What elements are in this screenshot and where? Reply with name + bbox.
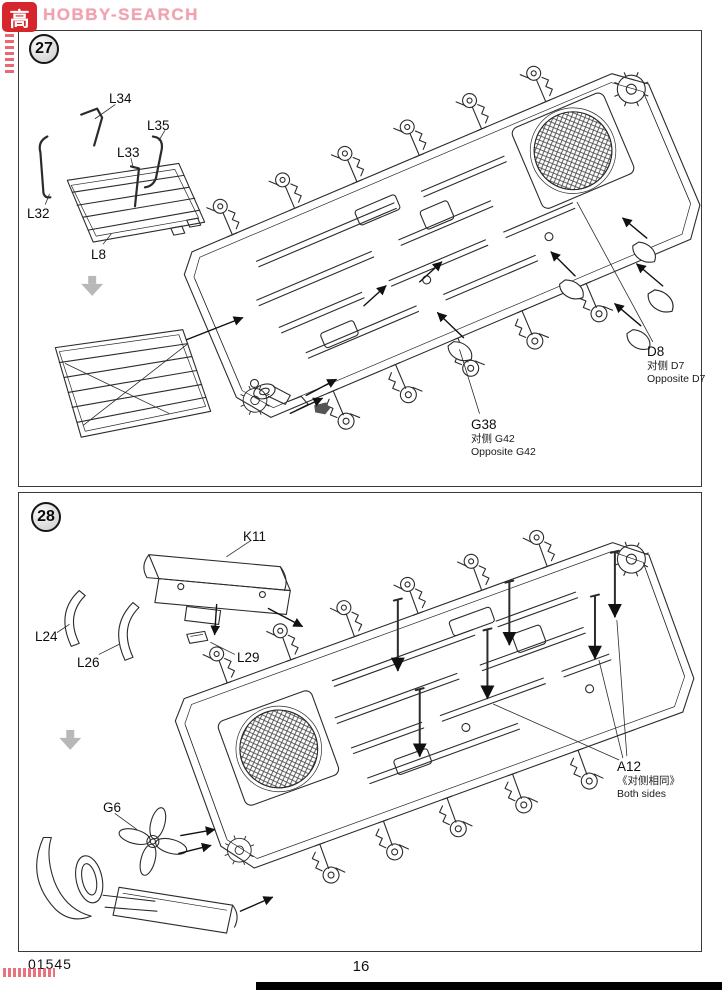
hull-drawing-28 xyxy=(174,526,695,888)
step-28-diagram xyxy=(36,526,695,934)
label-L8: L8 xyxy=(91,247,107,262)
label-L29: L29 xyxy=(237,650,260,665)
flip-indicator-icon xyxy=(59,729,82,750)
label-A12-block: A12 《对侧相同》 Both sides xyxy=(617,759,680,800)
part-L32 xyxy=(38,135,52,199)
part-L29-clip xyxy=(186,630,209,644)
part-blades xyxy=(445,237,678,368)
watermark-logo: 高 xyxy=(2,2,37,32)
step-27-badge: 27 xyxy=(29,34,59,64)
assembly-arrows-27 xyxy=(186,217,664,415)
watermark-brand-text: HOBBY-SEARCH xyxy=(43,5,199,24)
label-L24: L24 xyxy=(35,629,58,644)
part-L33 xyxy=(129,165,141,208)
watermark: 高 HOBBY-SEARCH xyxy=(2,2,199,32)
label-L26: L26 xyxy=(77,655,100,670)
part-K11-bracket xyxy=(143,554,291,625)
part-A12-pins xyxy=(390,549,622,758)
label-G38-block: G38 对侧 G42 Opposite G42 xyxy=(471,417,536,458)
label-G38: G38 xyxy=(471,417,497,432)
label-L33: L33 xyxy=(117,145,140,160)
label-L32: L32 xyxy=(27,206,50,221)
label-A12-both-sides-cn: 《对侧相同》 xyxy=(617,775,680,788)
flip-indicator-icon xyxy=(81,275,104,296)
leader-lines-27 xyxy=(44,104,654,414)
label-D8: D8 xyxy=(647,344,665,359)
label-L35: L35 xyxy=(147,118,170,133)
step-27-panel: 27 xyxy=(18,30,705,487)
label-K11: K11 xyxy=(243,529,267,544)
page-number: 16 xyxy=(352,958,370,975)
part-front-bumper-assembly xyxy=(36,836,238,934)
leader-lines-28 xyxy=(56,540,628,830)
part-louvre-panel xyxy=(54,329,212,438)
part-G6-fan xyxy=(118,807,188,876)
step-27-diagram xyxy=(38,62,701,438)
watermark-microtext-vertical xyxy=(5,34,14,74)
watermark-microtext-footer xyxy=(3,968,55,977)
label-G38-opposite-en: Opposite G42 xyxy=(471,445,536,458)
label-A12: A12 xyxy=(617,759,642,774)
part-L26-strap xyxy=(118,601,140,661)
part-L34 xyxy=(80,107,104,147)
step-28-badge: 28 xyxy=(31,502,61,532)
label-G6: G6 xyxy=(103,800,122,815)
label-D8-block: D8 对侧 D7 Opposite D7 xyxy=(647,344,705,385)
footer-bar xyxy=(256,982,722,990)
label-D8-opposite-en: Opposite D7 xyxy=(647,372,706,385)
step-28-panel: 28 xyxy=(18,492,702,952)
assembly-arrows-28 xyxy=(178,603,304,912)
hull-drawing-27 xyxy=(183,62,701,434)
label-G38-opposite-cn: 对侧 G42 xyxy=(471,433,515,446)
part-L35 xyxy=(143,135,164,189)
label-D8-opposite-cn: 对侧 D7 xyxy=(647,360,685,373)
label-L34: L34 xyxy=(109,91,132,106)
label-A12-both-sides-en: Both sides xyxy=(617,787,667,800)
part-L24-strap xyxy=(64,590,86,647)
part-L8-grille xyxy=(66,162,206,243)
